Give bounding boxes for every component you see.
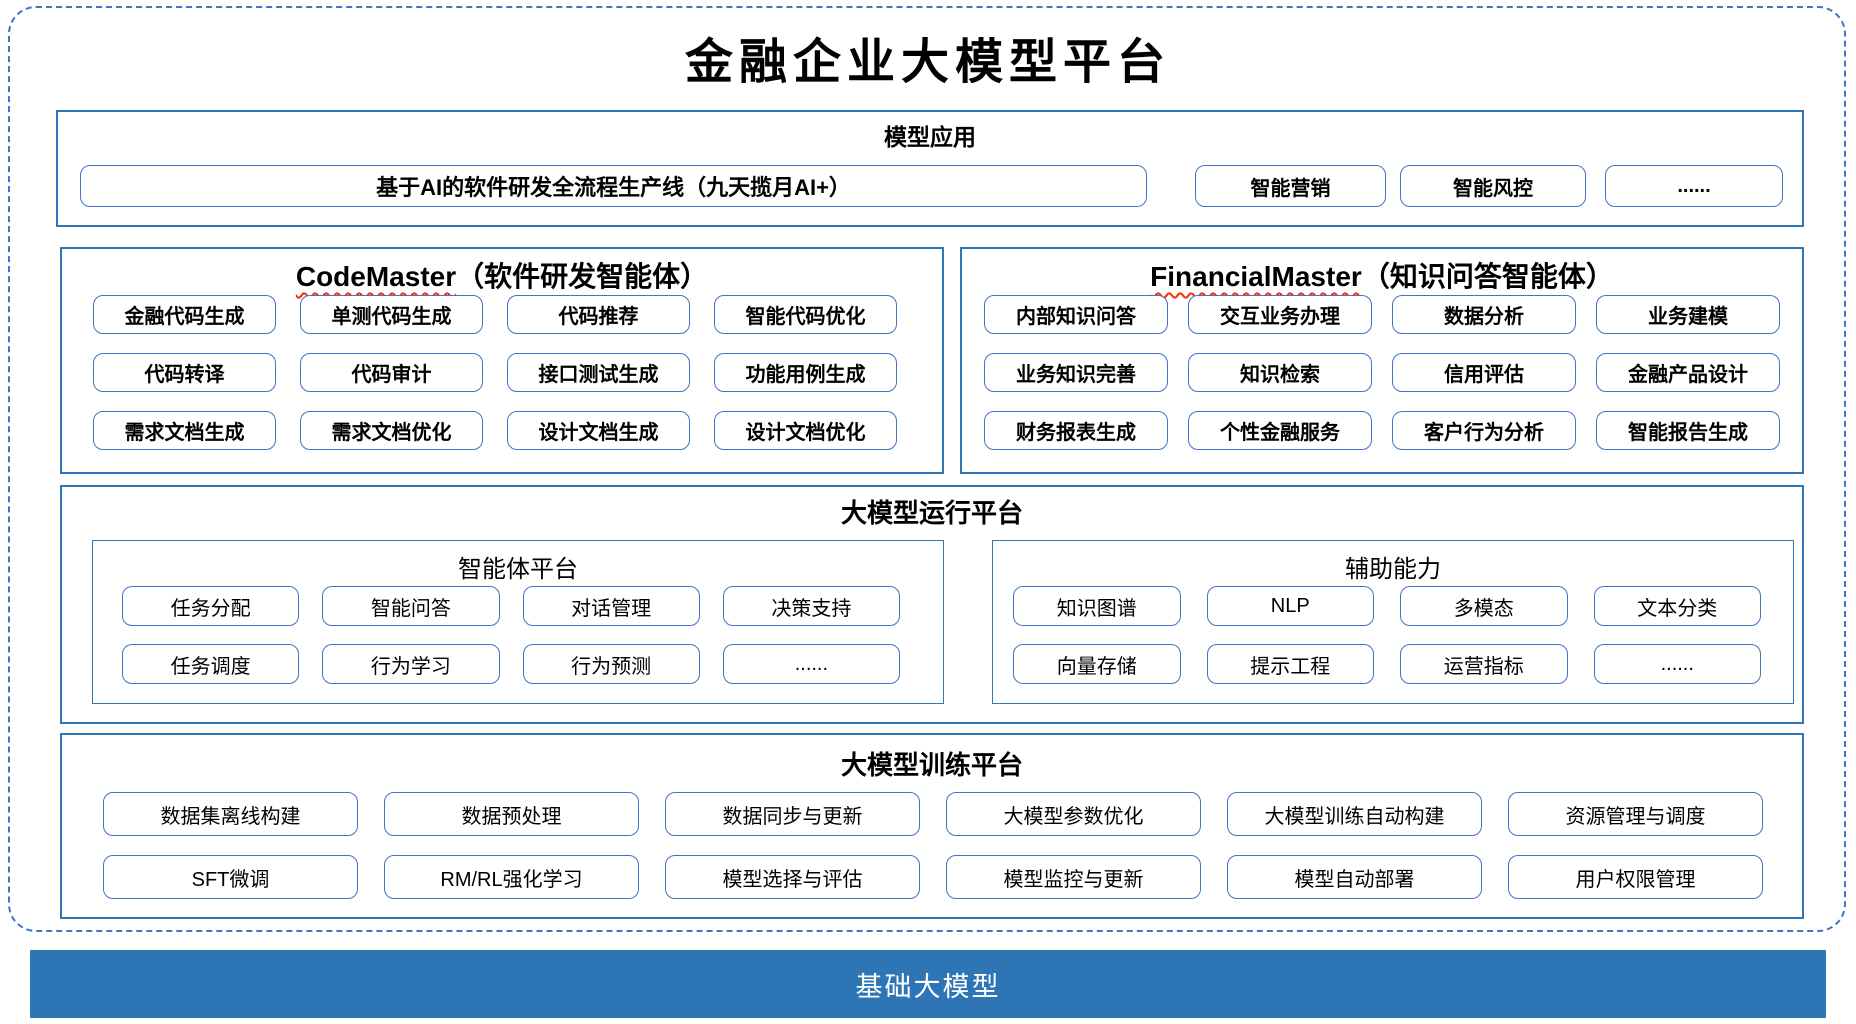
model-app-pill-more: ...... [1605, 165, 1783, 207]
training-platform-pill: 大模型训练自动构建 [1227, 792, 1482, 836]
agent-platform-pill-more: ...... [722, 644, 900, 684]
financial-master-pill: 知识检索 [1188, 353, 1372, 392]
agent-platform-pill: 决策支持 [722, 586, 900, 626]
model-app-pill: 智能风控 [1400, 165, 1586, 207]
auxiliary-pill: 多模态 [1400, 586, 1568, 626]
financial-master-pill: 财务报表生成 [984, 411, 1168, 450]
code-master-pill: 需求文档生成 [93, 411, 276, 450]
agent-platform-pill: 行为预测 [522, 644, 700, 684]
training-platform-pill: 用户权限管理 [1508, 855, 1763, 899]
runtime-platform-section: 大模型运行平台 智能体平台 任务分配 智能问答 对话管理 决策支持 任务调度 行… [60, 485, 1804, 724]
auxiliary-pill-more: ...... [1593, 644, 1761, 684]
code-master-pill: 功能用例生成 [714, 353, 897, 392]
base-model-bar: 基础大模型 [30, 950, 1826, 1018]
financial-master-pill: 业务知识完善 [984, 353, 1168, 392]
auxiliary-capability-header: 辅助能力 [1345, 556, 1441, 583]
auxiliary-pill: 知识图谱 [1013, 586, 1181, 626]
model-app-pill: 智能营销 [1195, 165, 1386, 207]
code-master-pill: 代码转译 [93, 353, 276, 392]
financial-master-pill: 数据分析 [1392, 295, 1576, 334]
agent-platform-pill: 智能问答 [322, 586, 500, 626]
agent-platform-pill: 对话管理 [522, 586, 700, 626]
training-platform-pill: 模型自动部署 [1227, 855, 1482, 899]
training-platform-pill: 大模型参数优化 [946, 792, 1201, 836]
training-platform-pill: 数据集离线构建 [103, 792, 358, 836]
ai-pipeline-pill: 基于AI的软件研发全流程生产线（九天揽月AI+） [80, 165, 1147, 207]
code-master-pill: 代码推荐 [507, 295, 690, 334]
financial-master-pill: 客户行为分析 [1392, 411, 1576, 450]
financial-master-pill: 交互业务办理 [1188, 295, 1372, 334]
training-platform-pill: RM/RL强化学习 [384, 855, 639, 899]
model-application-header: 模型应用 [884, 124, 976, 150]
auxiliary-pill: NLP [1206, 586, 1374, 626]
auxiliary-pill: 向量存储 [1013, 644, 1181, 684]
auxiliary-pill: 提示工程 [1206, 644, 1374, 684]
code-master-pill: 设计文档生成 [507, 411, 690, 450]
auxiliary-capability-subsection: 辅助能力 知识图谱 NLP 多模态 文本分类 向量存储 提示工程 运营指标 ..… [992, 540, 1794, 704]
agent-platform-pill: 行为学习 [322, 644, 500, 684]
code-master-header: CodeMaster（软件研发智能体） [62, 255, 942, 295]
agent-platform-header: 智能体平台 [458, 556, 578, 583]
training-platform-pill: 数据预处理 [384, 792, 639, 836]
code-master-pill: 需求文档优化 [300, 411, 483, 450]
training-platform-pill: 模型选择与评估 [665, 855, 920, 899]
training-platform-header: 大模型训练平台 [840, 750, 1023, 780]
code-master-pill: 智能代码优化 [714, 295, 897, 334]
code-master-pill: 单测代码生成 [300, 295, 483, 334]
page-title: 金融企业大模型平台 [684, 34, 1171, 90]
financial-master-pill: 金融产品设计 [1596, 353, 1780, 392]
code-master-pill: 金融代码生成 [93, 295, 276, 334]
code-master-title-en: CodeMaster [295, 261, 457, 292]
model-application-section: 模型应用 基于AI的软件研发全流程生产线（九天揽月AI+） 智能营销 智能风控 … [56, 110, 1804, 227]
code-master-pill: 代码审计 [300, 353, 483, 392]
financial-master-pill: 智能报告生成 [1596, 411, 1780, 450]
agent-platform-subsection: 智能体平台 任务分配 智能问答 对话管理 决策支持 任务调度 行为学习 行为预测… [92, 540, 944, 704]
financial-master-pill: 业务建模 [1596, 295, 1780, 334]
runtime-platform-header: 大模型运行平台 [840, 498, 1023, 528]
agent-platform-pill: 任务分配 [122, 586, 300, 626]
financial-master-title-cn: （知识问答智能体） [1361, 261, 1614, 292]
agent-platform-pill: 任务调度 [122, 644, 300, 684]
code-master-pill: 设计文档优化 [714, 411, 897, 450]
code-master-pill: 接口测试生成 [507, 353, 690, 392]
training-platform-pill: 资源管理与调度 [1508, 792, 1763, 836]
financial-master-pill: 内部知识问答 [984, 295, 1168, 334]
training-platform-pill: SFT微调 [103, 855, 358, 899]
financial-master-pill: 个性金融服务 [1188, 411, 1372, 450]
financial-master-header: FinancialMaster（知识问答智能体） [962, 255, 1802, 295]
training-platform-pill: 模型监控与更新 [946, 855, 1201, 899]
financial-master-section: FinancialMaster（知识问答智能体） 内部知识问答 交互业务办理 数… [960, 247, 1804, 474]
code-master-section: CodeMaster（软件研发智能体） 金融代码生成 单测代码生成 代码推荐 智… [60, 247, 944, 474]
auxiliary-pill: 运营指标 [1400, 644, 1568, 684]
auxiliary-pill: 文本分类 [1593, 586, 1761, 626]
financial-master-title-en: FinancialMaster [1150, 261, 1362, 292]
training-platform-section: 大模型训练平台 数据集离线构建 数据预处理 数据同步与更新 大模型参数优化 大模… [60, 733, 1804, 919]
code-master-title-cn: （软件研发智能体） [456, 261, 709, 292]
training-platform-pill: 数据同步与更新 [665, 792, 920, 836]
financial-master-pill: 信用评估 [1392, 353, 1576, 392]
